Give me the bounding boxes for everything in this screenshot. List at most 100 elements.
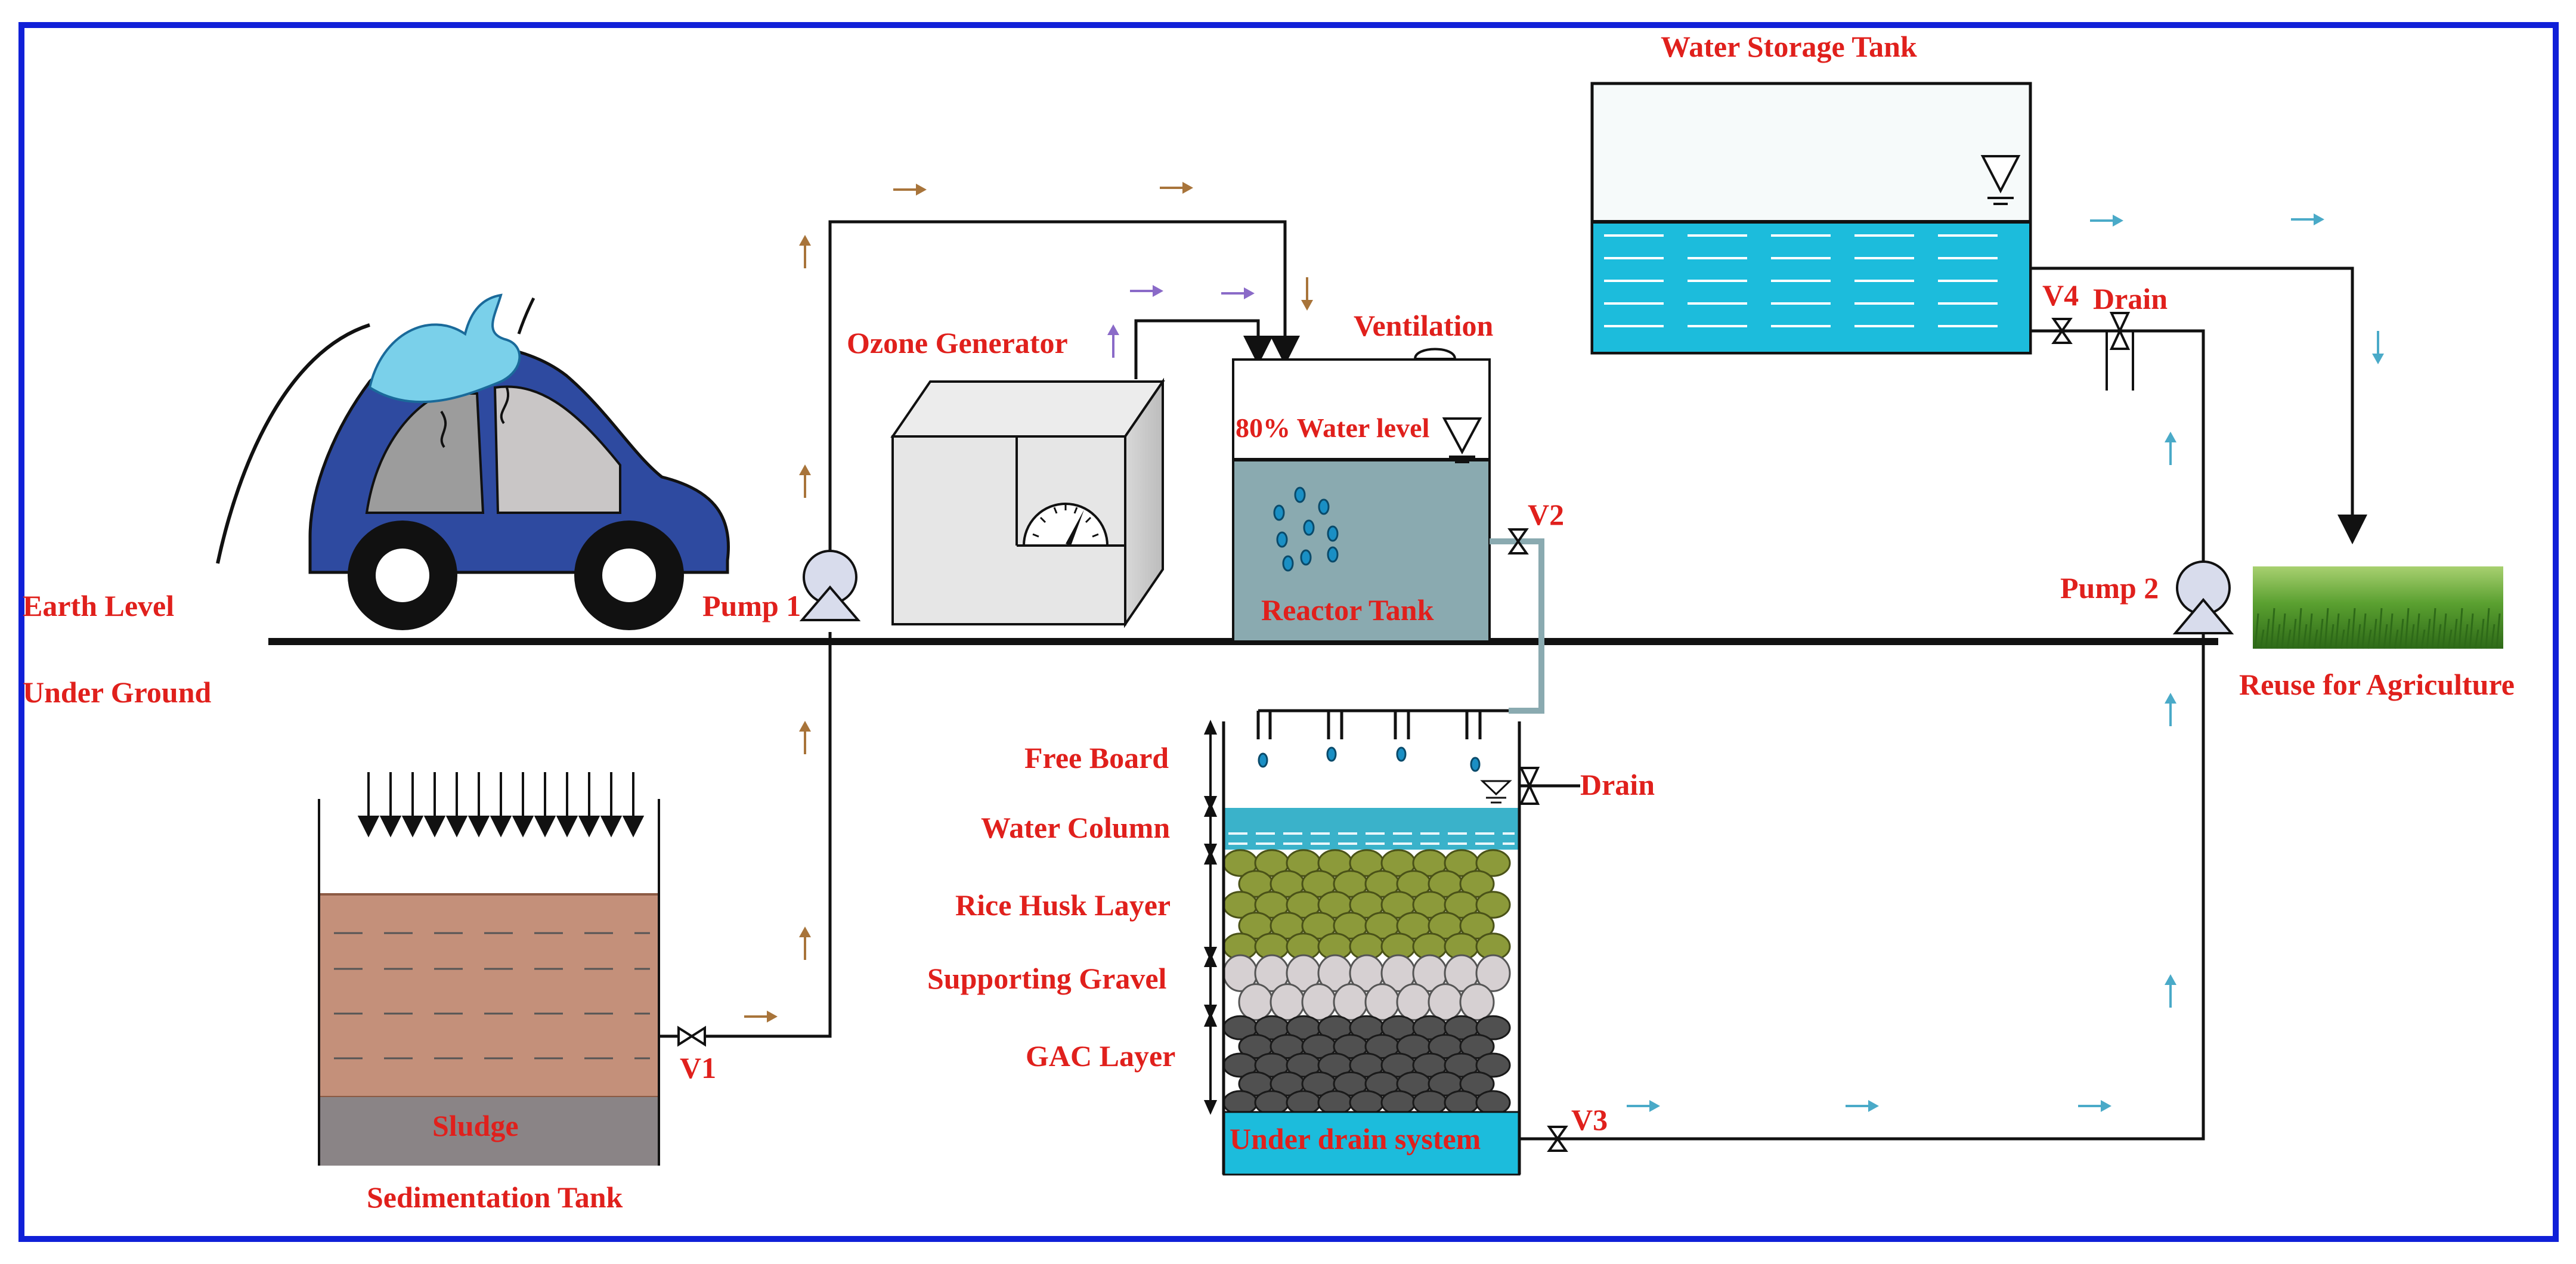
flow-arrow-icon [893, 184, 927, 196]
gravel-stone [1301, 983, 1337, 1021]
flow-arrow-icon [2165, 693, 2176, 726]
reactor-tank-label: Reactor Tank [1261, 593, 1434, 627]
settling-arrow [445, 816, 468, 838]
v1-label: V1 [680, 1051, 716, 1085]
gac-layer-label: GAC Layer [1026, 1039, 1175, 1073]
gauge-icon [1022, 503, 1109, 547]
supporting-gravel-label: Supporting Gravel [927, 962, 1167, 995]
valve-v3-icon [1547, 1126, 1568, 1152]
v3-label: V3 [1571, 1103, 1608, 1136]
valve-v2-icon [1507, 528, 1529, 554]
ozone-bubble [1282, 555, 1294, 572]
under-drain-label: Under drain system [1230, 1122, 1481, 1155]
settling-arrow [512, 816, 534, 838]
valve-v1-icon [677, 1026, 706, 1047]
rice-husk-label: Rice Husk Layer [955, 888, 1171, 922]
ozone-generator-label: Ozone Generator [847, 326, 1068, 360]
flow-arrow-icon [799, 235, 811, 268]
flow-arrow-icon [1130, 285, 1163, 297]
water-level-label: 80% Water level [1236, 413, 1429, 443]
car-icon [216, 293, 730, 630]
ozone-bubble [1273, 504, 1285, 521]
filter-column [1222, 721, 1521, 1176]
reactor-tank [1232, 348, 1491, 643]
settling-arrow [423, 816, 446, 838]
outer-frame [18, 22, 2559, 1242]
settling-arrow [379, 816, 402, 838]
settling-arrow [490, 816, 512, 838]
settling-arrow [622, 816, 645, 838]
ozone-bubble [1300, 549, 1312, 566]
gac-granule [1349, 1090, 1385, 1116]
gac-granule [1380, 1090, 1416, 1116]
pipe-v1-to-pump1 [659, 632, 832, 1038]
flow-arrow-icon [2165, 432, 2176, 465]
valve-filter-drain-icon [1519, 767, 1540, 805]
valve-storage-drain-icon [2106, 312, 2134, 391]
filter-drain-label: Drain [1580, 768, 1655, 801]
ozone-bubble [1327, 546, 1339, 563]
gac-granule [1286, 1090, 1321, 1116]
sedimentation-tank [318, 772, 660, 1166]
water-storage-tank-label: Water Storage Tank [1661, 30, 1917, 63]
spray-header [1256, 709, 1509, 739]
earth-level-label: Earth Level [23, 589, 174, 622]
flow-arrow-icon [744, 1011, 778, 1023]
v2-label: V2 [1528, 498, 1564, 531]
flow-arrow-icon [1160, 182, 1193, 194]
ozone-generator [890, 377, 1165, 628]
gac-granule [1475, 1090, 1511, 1116]
pipe-storage-to-agriculture [2030, 267, 2367, 544]
gac-granule [1444, 1090, 1479, 1116]
water-level-icon [1442, 417, 1482, 463]
rice-husk-pellet [1459, 870, 1495, 898]
flow-arrow-icon [1221, 287, 1255, 299]
gac-granule [1475, 1015, 1511, 1040]
sludge-label: Sludge [432, 1109, 519, 1142]
spray-drop [1258, 752, 1268, 768]
gravel-stone [1396, 983, 1432, 1021]
spray-drop [1396, 746, 1407, 762]
gravel-stone [1475, 954, 1511, 992]
ozone-bubble [1303, 519, 1315, 536]
pump1-icon [799, 550, 861, 621]
settling-arrow [578, 816, 600, 838]
sedimentation-tank-label: Sedimentation Tank [367, 1181, 623, 1214]
v4-label: V4 [2042, 278, 2079, 312]
ventilation-label: Ventilation [1354, 309, 1493, 342]
flow-arrow-icon [799, 464, 811, 498]
pump2-label: Pump 2 [2060, 571, 2159, 605]
flow-arrow-icon [2090, 215, 2123, 227]
pipe-ozone-to-reactor [1134, 319, 1273, 379]
pipe-reactor-to-filter-inner [1490, 538, 1544, 714]
flow-arrow-icon [1301, 277, 1313, 311]
flow-arrow-icon [799, 927, 811, 960]
gac-granule [1475, 1052, 1511, 1078]
settling-arrow [600, 816, 623, 838]
flow-arrow-icon [2165, 974, 2176, 1008]
storage-water-level-icon [1980, 155, 2021, 205]
storage-drain-label: Drain [2093, 282, 2168, 315]
rice-husk-pellet [1475, 849, 1511, 877]
gravel-stone [1270, 983, 1305, 1021]
pipe-pump1-to-reactor [828, 220, 1300, 551]
gac-granule [1317, 1090, 1353, 1116]
spray-drop [1326, 746, 1337, 762]
spray-drop [1470, 757, 1481, 772]
pipe-pump2-to-storage [2150, 329, 2205, 562]
settling-arrow [556, 816, 578, 838]
ozone-bubble [1318, 498, 1330, 515]
gravel-stone [1364, 983, 1400, 1021]
pipe-v3-to-pump2 [1519, 633, 2205, 1141]
settling-arrow [534, 816, 556, 838]
flow-arrows [744, 182, 2384, 1112]
gravel-stone [1428, 983, 1463, 1021]
gravel-stone [1459, 983, 1495, 1021]
rice-husk-pellet [1459, 912, 1495, 940]
water-storage-tank [1590, 82, 2032, 355]
flow-arrow-icon [1107, 324, 1119, 358]
pump2-icon [2172, 560, 2234, 634]
flow-arrow-icon [2291, 213, 2324, 225]
gac-granule [1412, 1090, 1448, 1116]
